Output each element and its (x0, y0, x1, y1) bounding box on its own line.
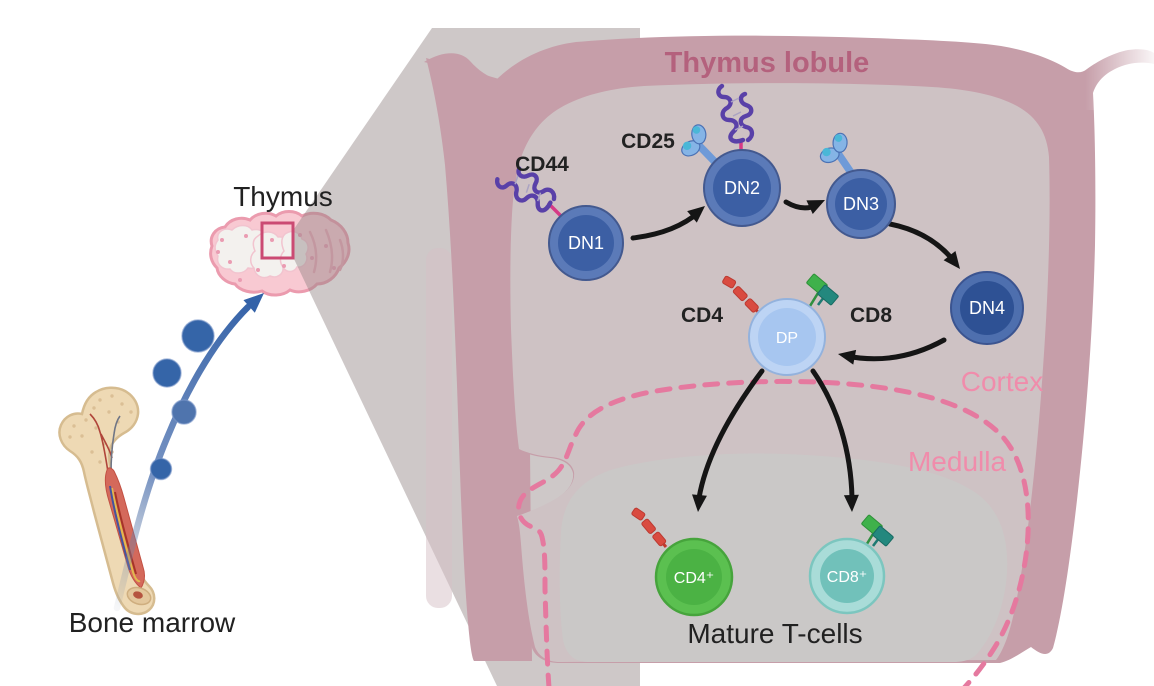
bone-marrow-illustration (58, 386, 156, 616)
thymus-speckles (216, 233, 336, 282)
cortex-label: Cortex (961, 366, 1043, 397)
dn4-cell: DN4 (950, 271, 1024, 345)
arrow-dn3-dn4 (887, 221, 956, 263)
migration-path (113, 293, 264, 612)
cd44-label: CD44 (515, 153, 569, 176)
thymus-label: Thymus (233, 181, 333, 212)
zoom-highlight-box (260, 221, 295, 260)
cd8-label: CD8 (850, 304, 892, 327)
medulla-region (559, 453, 1008, 662)
progenitor-cells (149, 319, 215, 481)
dn2-cell: DN2 (703, 149, 781, 227)
arrow-dp-cd4 (696, 368, 765, 501)
dn3-cell: DN3 (826, 169, 896, 239)
adjacent-lobule-sliver (426, 248, 452, 608)
cd4-mature-cell: CD4⁺ (654, 537, 734, 617)
cd8-mature-cell: CD8⁺ (808, 537, 886, 615)
marrow-cavity (104, 467, 145, 589)
bone-marrow-label: Bone marrow (69, 607, 236, 638)
cd8-pos-label: CD8⁺ (827, 569, 867, 586)
medulla-label: Medulla (908, 446, 1006, 477)
bone-speckles (68, 394, 133, 464)
migration-arrowhead (243, 293, 264, 313)
cortico-medullary-boundary (516, 378, 1031, 686)
lobule-title: Thymus lobule (665, 47, 870, 79)
mature-t-cells-label: Mature T-cells (687, 618, 862, 649)
dn1-cell: DN1 (548, 205, 624, 281)
dn2-label: DN2 (724, 178, 760, 198)
dp-label: DP (776, 330, 798, 347)
dp-cell: DP (748, 298, 826, 376)
migration-arrow (113, 303, 252, 612)
dn1-label: DN1 (568, 233, 604, 253)
cd25-label: CD25 (621, 130, 675, 153)
cd4-label: CD4 (681, 304, 723, 327)
cd4-pos-label: CD4⁺ (674, 570, 714, 587)
arrow-dp-cd8 (810, 368, 855, 501)
capsule-fade (1085, 28, 1154, 110)
dn4-label: DN4 (969, 298, 1005, 318)
dn3-label: DN3 (843, 194, 879, 214)
arrow-dn4-dp (843, 337, 947, 362)
